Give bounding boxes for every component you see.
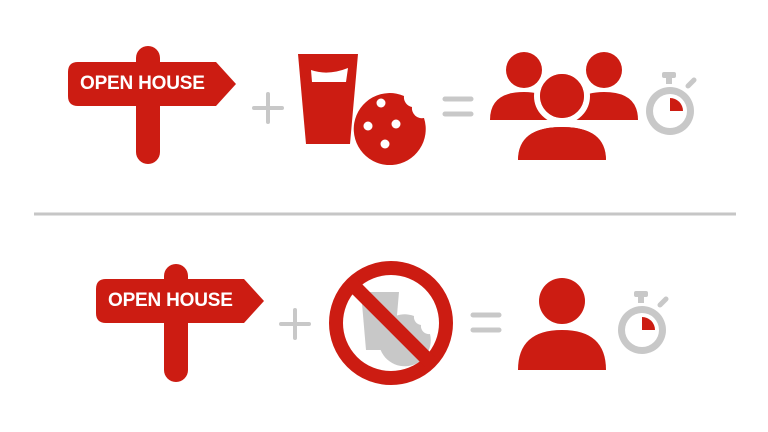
plus-sign-2: [279, 308, 311, 340]
stopwatch-icon: [646, 72, 697, 135]
equals-sign-1: [442, 96, 474, 117]
drink-glass-icon: [298, 54, 358, 144]
open-house-sign-label: OPEN HOUSE: [108, 290, 233, 311]
row-1: [68, 46, 697, 166]
no-refreshments-icon: [329, 261, 453, 385]
plus-sign-1: [252, 92, 284, 124]
stopwatch-elapsed-sector: [670, 98, 683, 111]
single-person-icon: [518, 278, 606, 370]
open-house-sign-icon: [96, 264, 264, 382]
row-2: [96, 261, 669, 385]
open-house-sign-icon: [68, 46, 236, 164]
cookie-icon: [353, 93, 426, 166]
open-house-sign-label: OPEN HOUSE: [80, 73, 205, 94]
equals-sign-2: [470, 312, 502, 333]
people-group-icon: [490, 52, 638, 165]
stopwatch-elapsed-sector: [642, 317, 655, 330]
stopwatch-icon: [618, 291, 669, 354]
